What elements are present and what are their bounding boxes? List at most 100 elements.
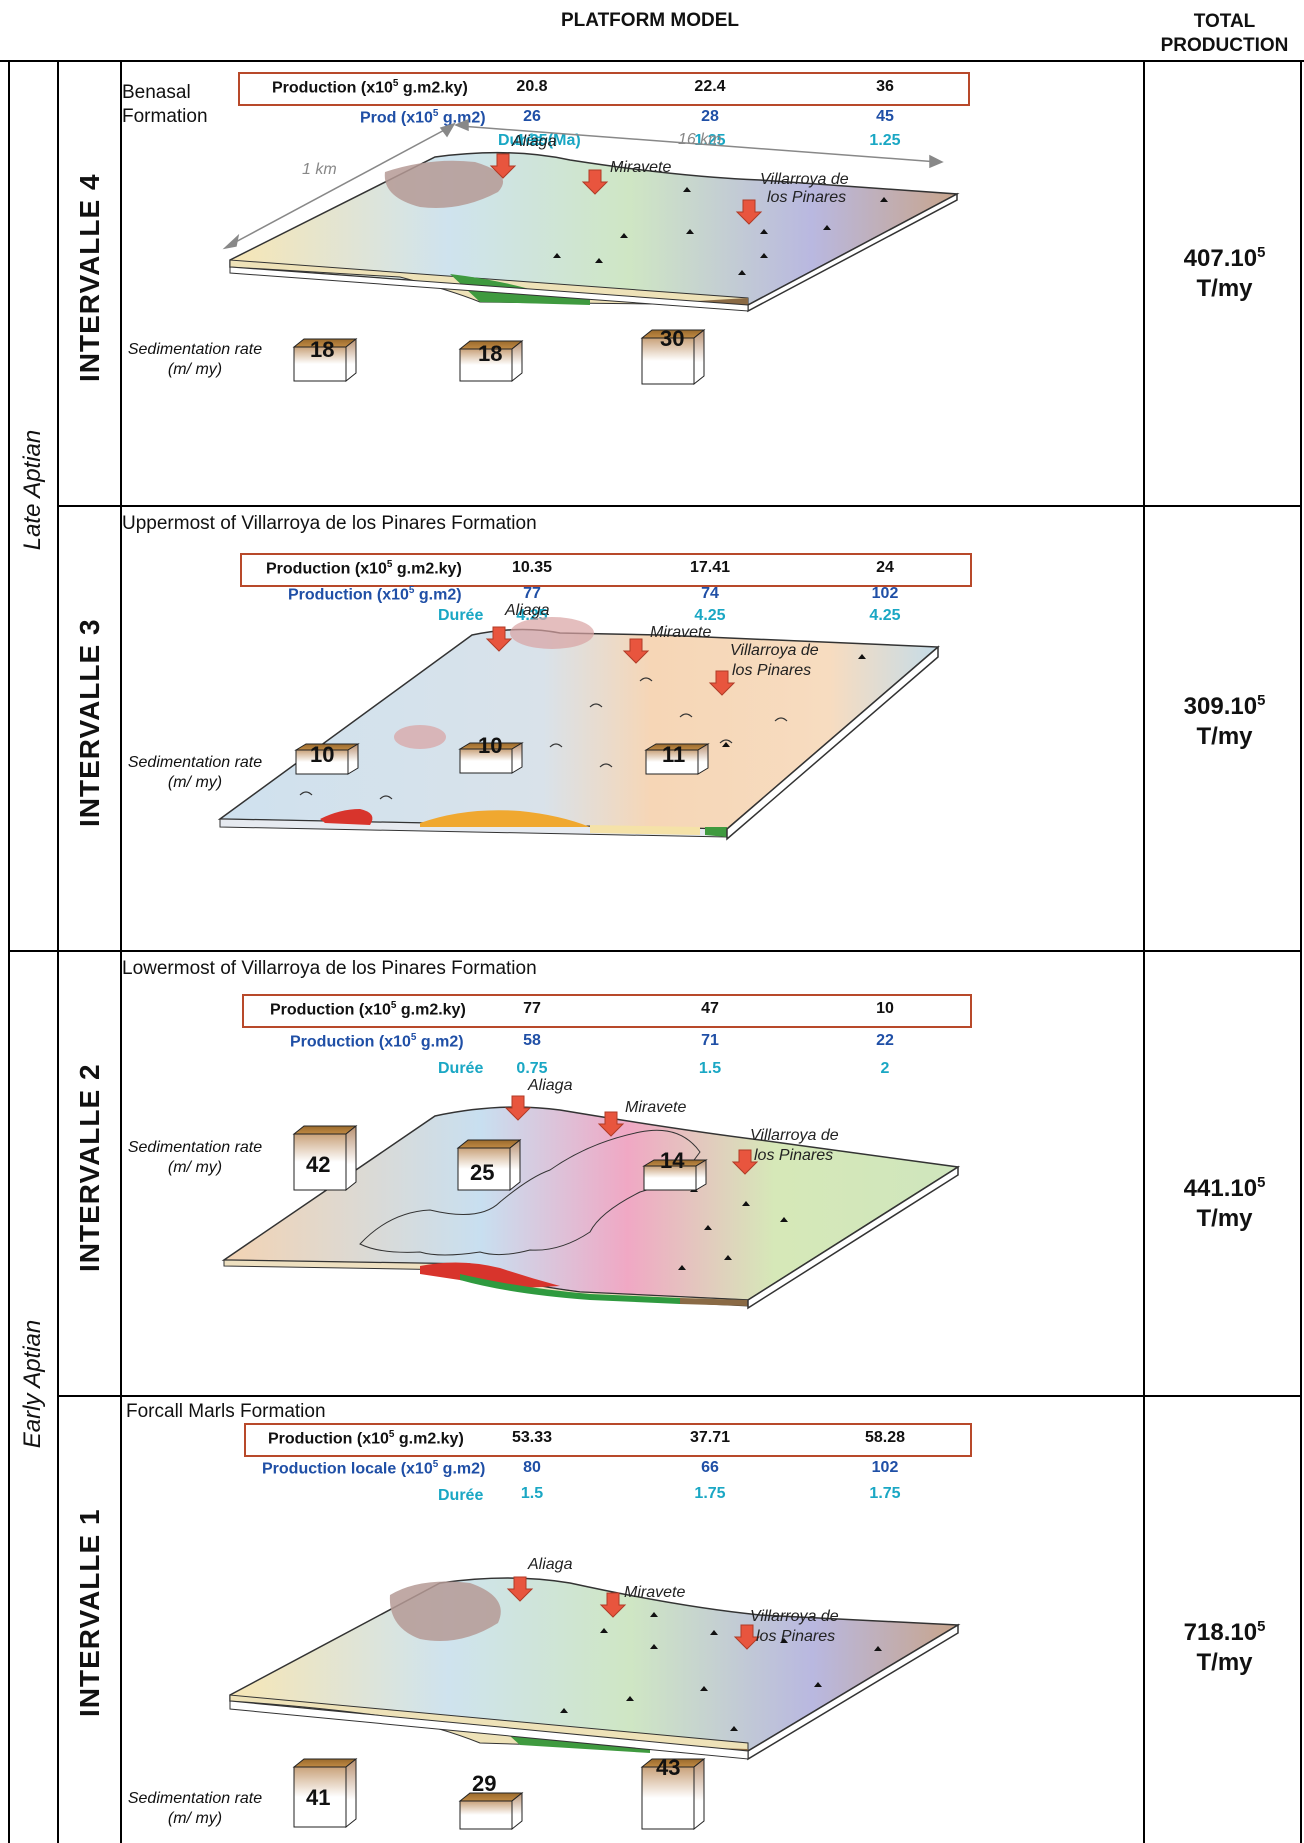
row2-label-text: Production (x10 <box>288 586 409 604</box>
production-value: 36 <box>876 78 894 95</box>
orange-facies <box>420 810 590 827</box>
production-label: Production (x105 g.m2.ky) <box>270 1000 466 1019</box>
sed-block: 18 <box>292 337 358 383</box>
row2-value: 80 <box>523 1459 541 1476</box>
row-rule-3 <box>57 505 1302 507</box>
sed-value: 30 <box>660 326 684 351</box>
sedimentation-label-text: Sedimentation rate <box>127 341 263 358</box>
row3-value: 1.5 <box>698 1060 722 1077</box>
total-production-2: 441.105 T/my <box>1145 1168 1304 1234</box>
formation-label: Lowermost of Villarroya de los Pinares F… <box>122 958 537 979</box>
interval-label-3: INTERVALLE 3 <box>74 618 105 827</box>
sed-block-side <box>697 743 709 775</box>
production-box <box>238 72 970 106</box>
interval-label-2: INTERVALLE 2 <box>74 1063 105 1272</box>
row-rule-1 <box>57 1395 1302 1397</box>
sed-block-side <box>511 339 523 383</box>
green-facies <box>705 827 727 837</box>
location-label-villarroya: Villarroya de <box>730 642 819 659</box>
location-label-villarroya: Villarroya de <box>750 1127 839 1144</box>
sedimentation-unit-text: (m/ my) <box>167 774 223 791</box>
sedimentation-unit-text: (m/ my) <box>167 1810 223 1827</box>
row2-value: 28 <box>701 108 719 125</box>
production-label-text: Production (x10 <box>270 1001 391 1019</box>
location-label-aliaga: Aliaga <box>527 1077 573 1094</box>
sed-block: 14 <box>642 1150 708 1191</box>
row3-value: 1.75 <box>869 1485 901 1502</box>
location-label-miravete: Miravete <box>624 1584 685 1601</box>
location-label-miravete: Miravete <box>625 1099 686 1116</box>
sand-facies <box>590 825 700 835</box>
sed-block: 10 <box>458 735 524 774</box>
platform-block-diagram: 1 km 16 km Aliaga Miravete Villarroya de… <box>222 118 960 313</box>
interval-2-panel: Lowermost of Villarroya de los Pinares F… <box>120 952 1143 1395</box>
row3-value: 2 <box>880 1060 890 1077</box>
patch-reef-aliaga <box>510 617 594 649</box>
production-label-text: Production (x10 <box>266 560 387 578</box>
interval-3-panel: Uppermost of Villarroya de los Pinares F… <box>120 507 1143 950</box>
sed-block: 42 <box>292 1124 358 1192</box>
formation-label-line2: Formation <box>122 106 208 127</box>
production-value: 47 <box>701 1000 719 1017</box>
interval-4-panel: Benasal Formation Production (x105 g.m2.… <box>120 62 1143 505</box>
total-value-text: 441.10 <box>1183 1175 1258 1202</box>
sed-block: 29 <box>458 1773 524 1831</box>
production-value: 10.35 <box>511 559 553 576</box>
location-label-villarroya: Villarroya de <box>750 1608 839 1625</box>
production-label-suffix: g.m2.ky) <box>398 79 468 97</box>
row3-label: Durée <box>438 1487 484 1504</box>
row2-value: 45 <box>876 108 894 125</box>
patch-reef-left <box>394 725 446 749</box>
sedimentation-label: Sedimentation rate (m/ my) <box>120 1138 270 1178</box>
row3-value: 1.5 <box>520 1485 544 1502</box>
production-value: 17.41 <box>689 559 731 576</box>
platform-block-diagram: Aliaga Miravete Villarroya de los Pinare… <box>221 1077 961 1310</box>
production-box <box>240 553 972 587</box>
location-label-pinares: los Pinares <box>732 662 811 679</box>
red-facies <box>320 809 373 825</box>
sed-value: 10 <box>310 742 334 767</box>
row2-value: 74 <box>701 585 719 602</box>
sed-block-side <box>345 337 357 383</box>
sed-block-front <box>459 1800 513 1830</box>
tidal-flat-patch <box>389 1581 501 1641</box>
row2-value: 22 <box>876 1032 894 1049</box>
distance-arrows <box>222 118 944 250</box>
production-box <box>242 994 972 1028</box>
platform-block-diagram: Aliaga Miravete Villarroya de los Pinare… <box>217 602 940 841</box>
row2-label-suffix: g.m2) <box>416 1033 464 1051</box>
row2-label-text: Prod (x10 <box>360 109 433 127</box>
total-unit: T/my <box>1196 275 1253 302</box>
row2-value: 26 <box>523 108 541 125</box>
total-unit: T/my <box>1196 1649 1253 1676</box>
top-rule <box>0 60 1304 62</box>
sed-block-side <box>511 742 523 774</box>
row2-label: Prod (x105 g.m2) <box>360 108 486 127</box>
platform-model-header: PLATFORM MODEL <box>560 10 739 31</box>
production-label-text: Production (x10 <box>268 1430 389 1448</box>
sed-block-side <box>509 1138 521 1192</box>
formation-label: Benasal <box>122 82 191 103</box>
sed-value: 18 <box>478 341 502 366</box>
row2-value: 102 <box>871 1459 899 1476</box>
sed-block-side <box>345 1757 357 1829</box>
era-late-aptian: Late Aptian <box>19 429 46 551</box>
sed-block: 11 <box>644 742 710 775</box>
total-value: 309.105 <box>1183 693 1266 720</box>
production-value: 58.28 <box>864 1429 906 1446</box>
fossil-triangles <box>722 654 866 747</box>
site-arrows <box>504 1095 759 1175</box>
row3-value: 1.25 <box>516 132 548 149</box>
total-value-text: 309.10 <box>1183 693 1258 720</box>
row3-label: Durée <box>438 1060 484 1077</box>
production-label-text: Production (x10 <box>272 79 393 97</box>
sedimentation-label-text: Sedimentation rate <box>127 1790 263 1807</box>
row3-value: 4.25 <box>694 607 726 624</box>
row3-value: 1.75 <box>694 1485 726 1502</box>
row-rule-2 <box>8 950 1302 952</box>
fossil-triangles <box>678 1187 788 1270</box>
production-value: 53.33 <box>511 1429 553 1446</box>
production-label-suffix: g.m2.ky) <box>396 1001 466 1019</box>
location-label-miravete: Miravete <box>650 624 711 641</box>
production-value: 24 <box>876 559 894 576</box>
